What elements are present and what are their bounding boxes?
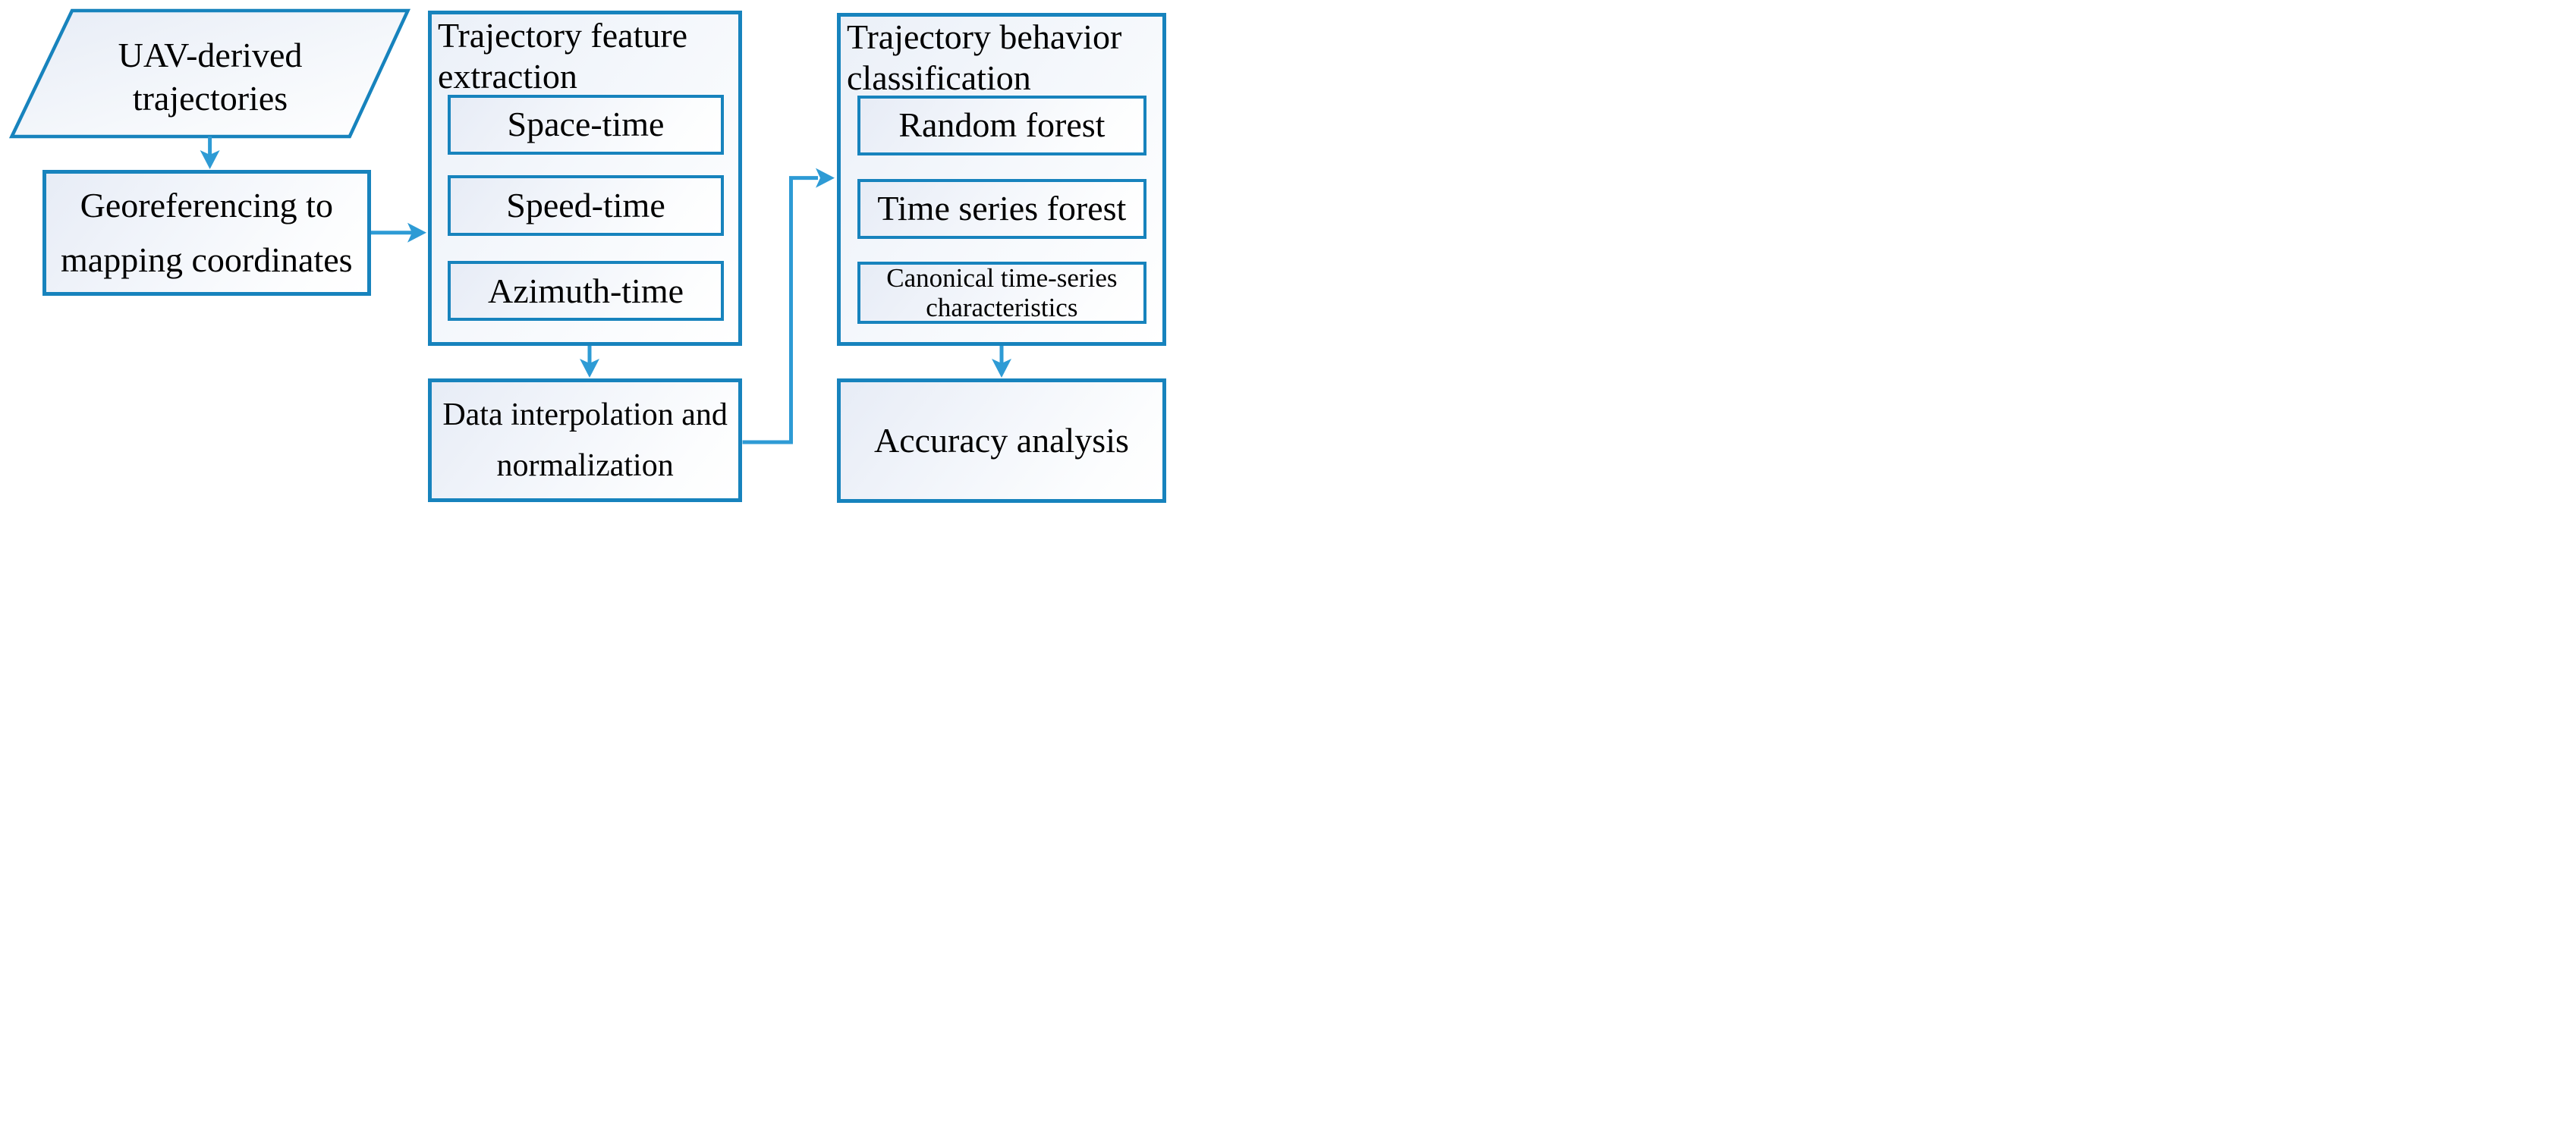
canonical-features-label: Canonical time-series characteristics	[886, 263, 1117, 322]
interpolation-line1: Data interpolation and	[442, 397, 728, 432]
feature-extraction-title-line1: Trajectory feature	[438, 16, 688, 55]
interpolation-line2: normalization	[496, 447, 674, 483]
arrow-classification-to-accuracy	[992, 345, 1011, 378]
accuracy-node: Accuracy analysis	[836, 378, 1167, 503]
arrow-uav-to-georeferencing	[200, 137, 220, 169]
interpolation-node: Data interpolation and normalization	[427, 378, 743, 503]
parallelogram-shape	[8, 8, 411, 139]
georeferencing-line2: mapping coordinates	[61, 240, 353, 279]
arrow-georeferencing-to-feature-extraction	[371, 222, 426, 243]
georeferencing-label: Georeferencing to mapping coordinates	[61, 178, 353, 287]
behavior-classification-title-line1: Trajectory behavior	[847, 17, 1122, 56]
canonical-features-node: Canonical time-series characteristics	[857, 262, 1146, 325]
georeferencing-line1: Georeferencing to	[80, 186, 333, 225]
canonical-line2: characteristics	[926, 293, 1078, 323]
uav-label-line1: UAV-derived	[118, 35, 303, 74]
space-time-node: Space-time	[448, 95, 724, 155]
connector-interpolation-to-classification	[742, 168, 835, 444]
behavior-classification-title: Trajectory behavior classification	[847, 17, 1121, 99]
speed-time-label: Speed-time	[506, 186, 665, 224]
accuracy-label: Accuracy analysis	[873, 421, 1129, 460]
georeferencing-node: Georeferencing to mapping coordinates	[42, 170, 371, 296]
speed-time-node: Speed-time	[448, 175, 724, 236]
azimuth-time-node: Azimuth-time	[448, 261, 724, 321]
random-forest-label: Random forest	[898, 105, 1106, 145]
arrow-feature-extraction-to-interpolation	[580, 345, 599, 378]
feature-extraction-title-line2: extraction	[438, 56, 577, 96]
time-series-forest-node: Time series forest	[857, 178, 1146, 239]
behavior-classification-title-line2: classification	[847, 58, 1031, 97]
space-time-label: Space-time	[507, 105, 665, 144]
interpolation-label: Data interpolation and normalization	[442, 390, 728, 491]
flowchart-graphics	[8, 8, 1011, 444]
uav-trajectories-label: UAV-derived trajectories	[118, 33, 303, 120]
time-series-forest-label: Time series forest	[877, 189, 1127, 228]
flowchart-canvas: UAV-derived trajectories Georeferencing …	[0, 0, 1178, 514]
random-forest-node: Random forest	[857, 96, 1146, 155]
azimuth-time-label: Azimuth-time	[487, 271, 684, 310]
canonical-line1: Canonical time-series	[886, 263, 1118, 294]
uav-label-line2: trajectories	[132, 79, 288, 118]
feature-extraction-title: Trajectory feature extraction	[438, 15, 687, 97]
uav-trajectories-node: UAV-derived trajectories	[66, 21, 354, 132]
